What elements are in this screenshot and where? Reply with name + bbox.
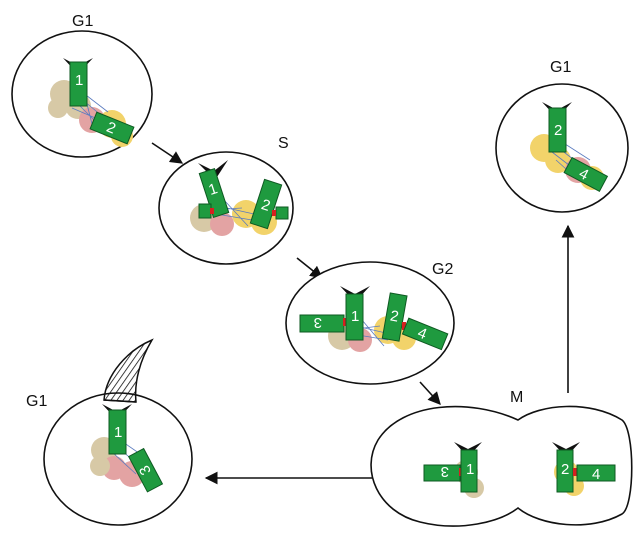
centriole-4: 4 [401,317,449,351]
stage-label-g2-phase: G2 [432,261,453,278]
centriole-1: 1 [108,409,127,455]
stage-label-g1-daughter-right: G1 [550,59,571,76]
cell-g1-start: G1 1 2 [11,13,153,158]
cell-g1-daughter-right: G1 2 4 [495,59,629,213]
svg-text:1: 1 [351,308,359,325]
svg-text:1: 1 [75,72,83,89]
cell-s-phase: S 1 2 [158,135,294,265]
stage-label-s-phase: S [278,135,289,152]
procentriole [198,203,212,219]
stage-label-m-phase: M [510,389,523,406]
engagement-mark [343,318,347,326]
arrow-g1-to-s [151,142,184,164]
centriole-3: 3 [299,314,345,333]
centriole-3: 3 [423,463,461,482]
centriole-1: 1 [69,61,88,107]
cell-g1-daughter-left: G1 1 3 [26,338,193,526]
procentriole [275,206,289,220]
svg-text:4: 4 [592,466,600,483]
svg-text:1: 1 [114,424,122,441]
svg-text:1: 1 [466,461,474,478]
centriole-1: 1 [198,168,230,218]
svg-text:2: 2 [554,122,562,139]
centriole-4: 4 [563,156,609,193]
linker-fibers [71,91,109,125]
engagement-mark [402,322,406,330]
svg-text:3: 3 [314,314,322,331]
linker-fibers [551,141,591,179]
stage-label-g1-start: G1 [72,13,93,30]
svg-text:2: 2 [389,307,400,325]
centriole-2: 2 [381,292,408,342]
linker-fibers [347,319,391,347]
centriole-1: 1 [345,293,364,341]
engagement-mark [210,208,214,214]
centriole-2: 2 [249,178,283,230]
cell-m-phase: M 3 1 2 4 [370,389,633,527]
centriole-2: 2 [89,111,135,145]
linker-fibers [209,199,255,227]
centriole-3: 3 [127,447,164,493]
centriole-1: 1 [460,449,478,493]
cell-g2-phase: G2 3 1 2 4 [285,261,455,385]
centriole-2: 2 [556,449,574,493]
engagement-mark [272,210,276,216]
svg-text:3: 3 [441,463,449,480]
arrow-g2-to-m [419,381,441,405]
cilium-icon [103,338,154,403]
stage-label-g1-daughter-left: G1 [26,393,47,410]
svg-text:2: 2 [561,461,569,478]
centriole-4: 4 [576,464,616,483]
engagement-mark [573,468,577,476]
centriole-2: 2 [548,107,567,153]
